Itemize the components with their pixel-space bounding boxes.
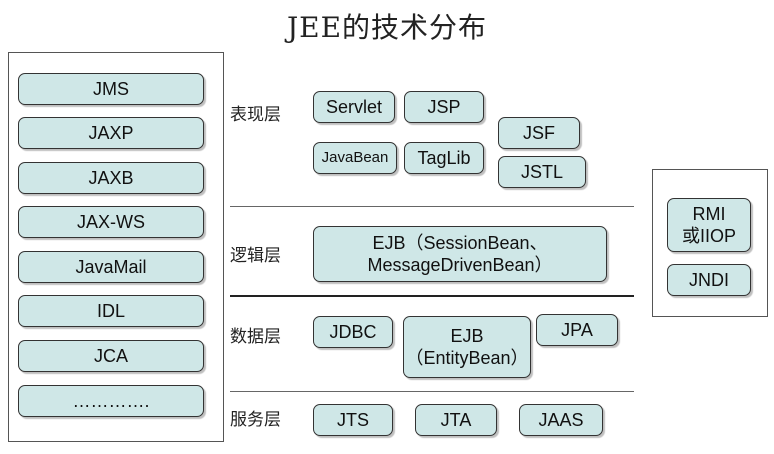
left-panel (8, 52, 224, 442)
tech-box-jca: JCA (18, 340, 204, 372)
tech-box-jax-ws: JAX-WS (18, 206, 204, 238)
tech-box-jsp: JSP (404, 91, 484, 123)
tech-box-idl: IDL (18, 295, 204, 327)
tech-box-jdbc: JDBC (313, 316, 393, 348)
layer-divider-2 (230, 295, 634, 297)
tech-box-jstl: JSTL (498, 156, 586, 188)
layer-label-logic: 逻辑层 (230, 246, 281, 266)
tech-box-jaxp: JAXP (18, 117, 204, 149)
tech-box-ejb-session: EJB（SessionBean、 MessageDrivenBean） (313, 226, 607, 282)
tech-box-jpa: JPA (536, 314, 618, 346)
tech-box-jms: JMS (18, 73, 204, 105)
layer-label-data: 数据层 (230, 327, 281, 347)
tech-box-jts: JTS (313, 404, 393, 436)
tech-box-javamail: JavaMail (18, 251, 204, 283)
tech-box-jta: JTA (415, 404, 497, 436)
layer-label-presentation: 表现层 (230, 105, 281, 125)
tech-box-servlet: Servlet (313, 91, 395, 123)
layer-divider-3 (230, 391, 634, 392)
layer-label-service: 服务层 (230, 410, 281, 430)
tech-box-more: …………. (18, 385, 204, 417)
layer-divider-1 (230, 206, 634, 207)
tech-box-taglib: TagLib (404, 142, 484, 174)
tech-box-jndi: JNDI (667, 264, 751, 296)
tech-box-ejb-entity: EJB （EntityBean） (403, 316, 531, 378)
tech-box-javabean: JavaBean (313, 142, 397, 174)
tech-box-rmi-iiop: RMI 或IIOP (667, 198, 751, 252)
tech-box-jaxb: JAXB (18, 162, 204, 194)
diagram-title: JEE的技术分布 (286, 11, 488, 44)
tech-box-jsf: JSF (498, 117, 580, 149)
tech-box-jaas: JAAS (519, 404, 603, 436)
